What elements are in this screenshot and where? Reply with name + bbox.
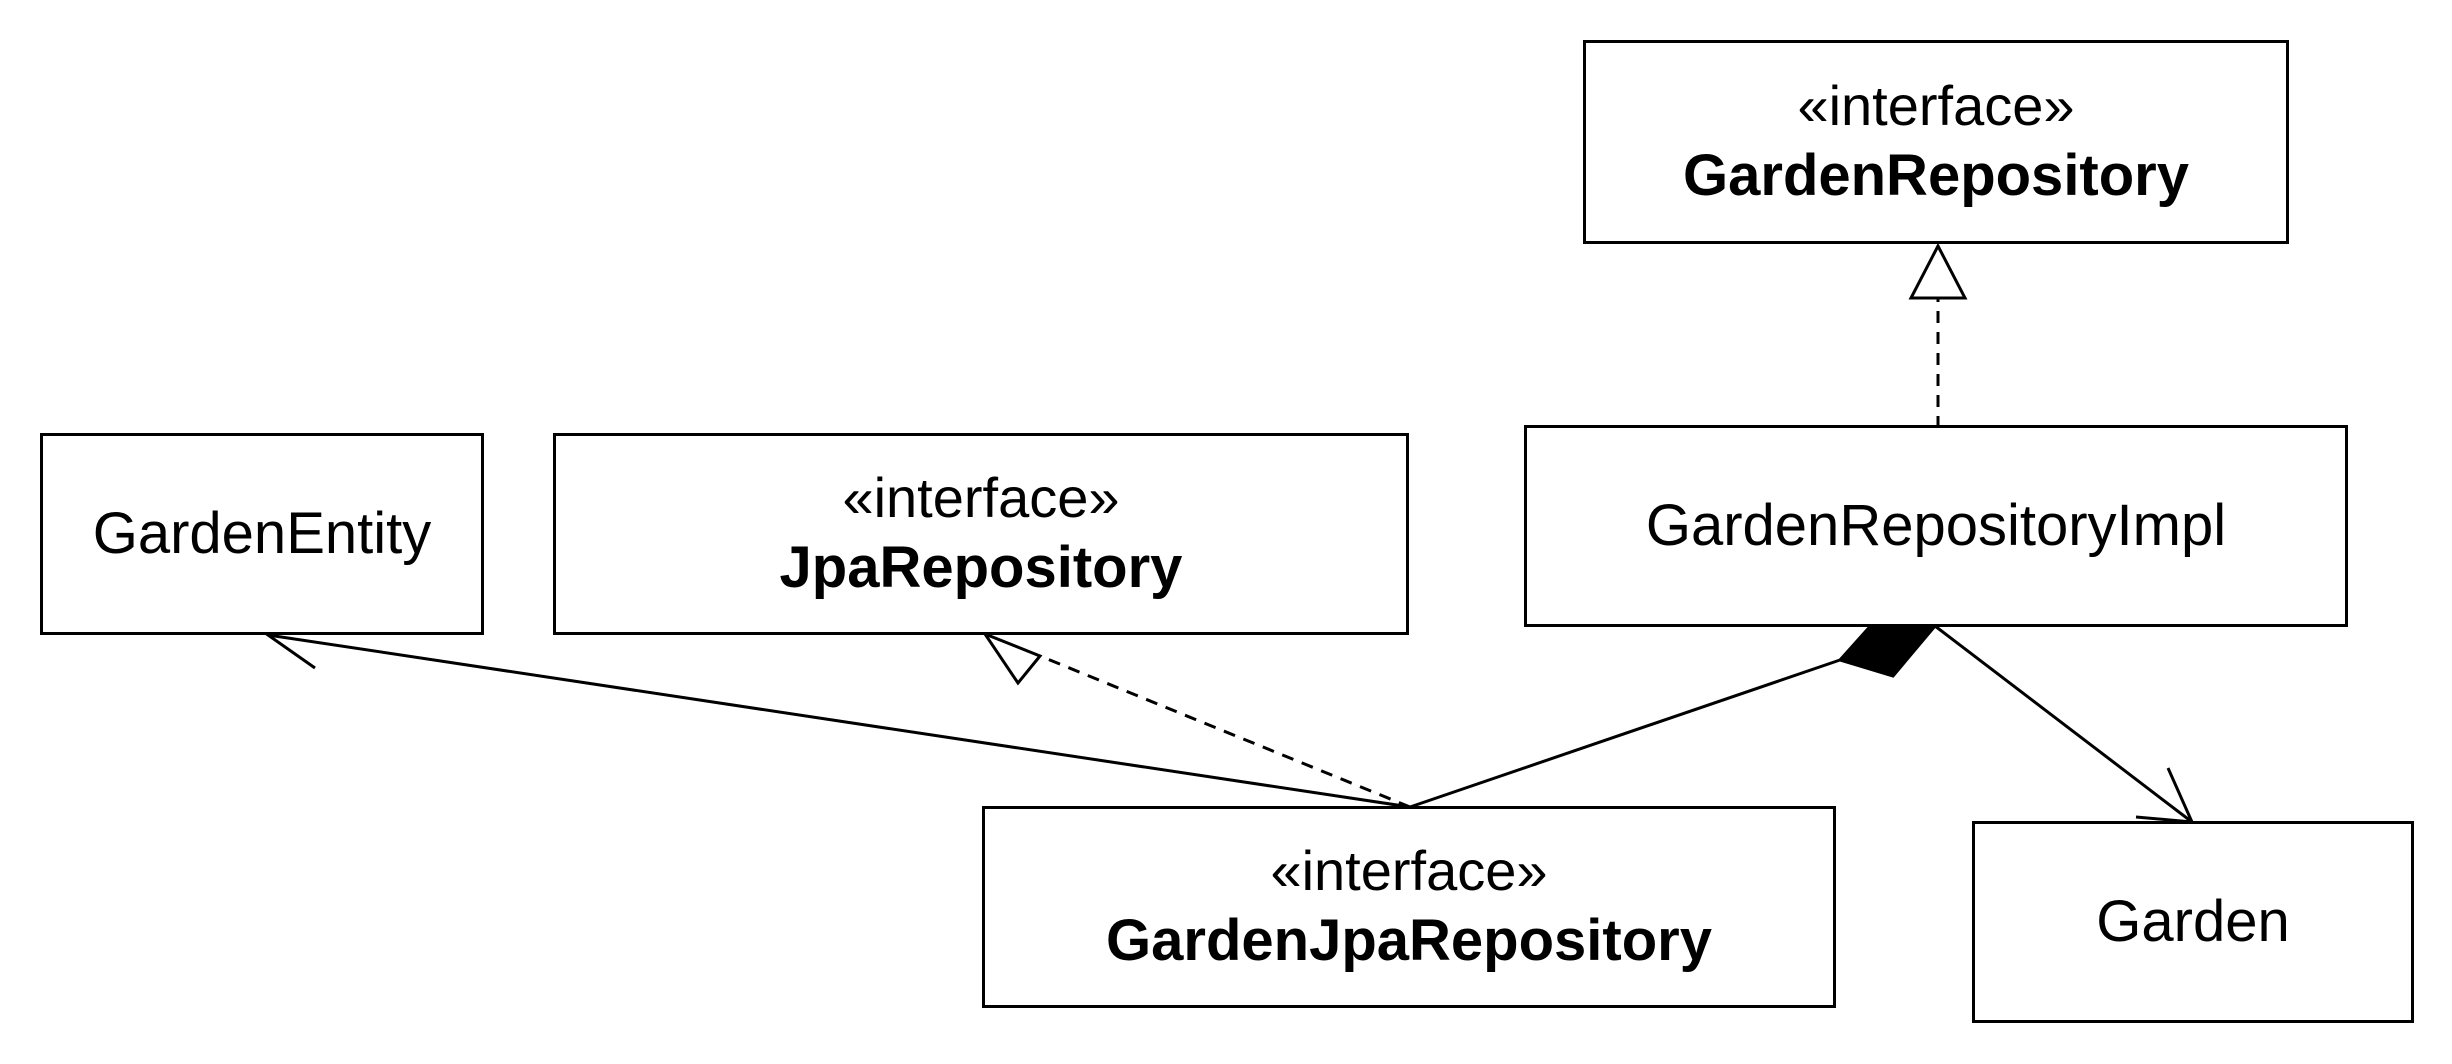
stereotype-label: «interface» bbox=[842, 466, 1120, 530]
class-garden-entity[interactable]: GardenEntity bbox=[40, 433, 484, 635]
class-garden-jpa-repository[interactable]: «interface» GardenJpaRepository bbox=[982, 806, 1836, 1008]
realization-line-jpa-to-jpa-repository bbox=[1039, 654, 1411, 809]
realization-arrowhead-jpa-repository bbox=[981, 630, 1043, 686]
class-garden-repository[interactable]: «interface» GardenRepository bbox=[1583, 40, 2289, 244]
stereotype-label: «interface» bbox=[1270, 839, 1548, 903]
class-name: GardenEntity bbox=[92, 500, 432, 566]
association-line-jpa-to-garden-entity bbox=[267, 633, 1411, 809]
class-name: JpaRepository bbox=[779, 534, 1183, 600]
class-garden-repository-impl[interactable]: GardenRepositoryImpl bbox=[1524, 425, 2348, 627]
class-name: GardenRepository bbox=[1683, 142, 2189, 208]
class-jpa-repository[interactable]: «interface» JpaRepository bbox=[553, 433, 1409, 635]
association-line-impl-to-garden bbox=[1934, 624, 2193, 824]
stereotype-label: «interface» bbox=[1797, 74, 2075, 138]
composition-line-impl-to-jpa bbox=[1409, 658, 1841, 809]
class-name: GardenRepositoryImpl bbox=[1645, 492, 2227, 558]
realization-arrowhead-garden-repository bbox=[1908, 242, 1968, 300]
class-name: Garden bbox=[2096, 888, 2290, 954]
class-name: GardenJpaRepository bbox=[1106, 907, 1712, 973]
class-garden[interactable]: Garden bbox=[1972, 821, 2414, 1023]
